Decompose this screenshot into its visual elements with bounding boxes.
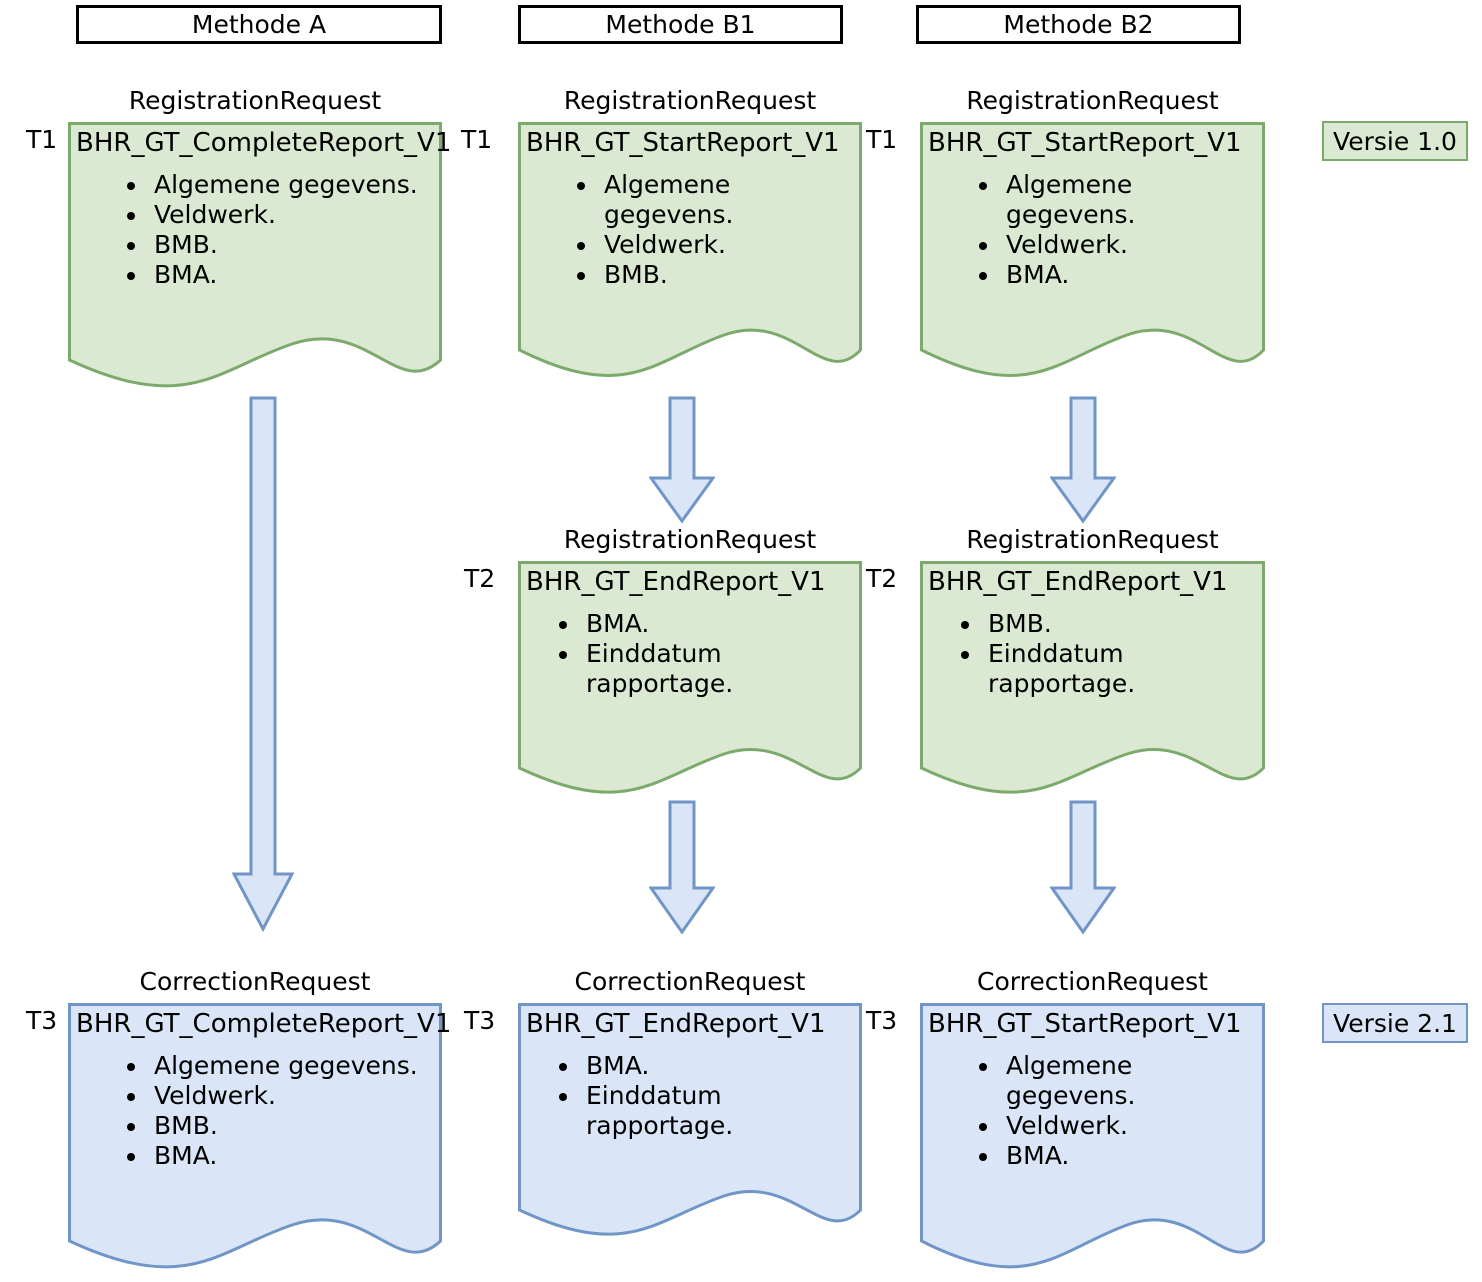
document-card-b2-t3-caption: CorrectionRequest — [977, 967, 1208, 996]
document-card-b1-t2[interactable]: RegistrationRequest BHR_GT_EndReport_V1 … — [518, 525, 862, 806]
flow-arrow-b1-t2-t3 — [649, 800, 715, 935]
document-card-b2-t1[interactable]: RegistrationRequest BHR_GT_StartReport_V… — [920, 86, 1265, 390]
document-card-b1-t2-body: BHR_GT_EndReport_V1 BMA. Einddatum rappo… — [518, 561, 862, 699]
document-card-b2-t2[interactable]: RegistrationRequest BHR_GT_EndReport_V1 … — [920, 525, 1265, 806]
document-card-b1-t3-caption: CorrectionRequest — [574, 967, 806, 996]
list-item: BMA. — [979, 260, 1265, 290]
list-item: Algemene gegevens. — [127, 170, 442, 200]
document-wave-shape — [920, 122, 1265, 390]
flow-arrow-b2-t2-t3 — [1050, 800, 1116, 935]
list-item: BMA. — [127, 260, 442, 290]
list-item: Veldwerk. — [577, 230, 862, 260]
document-wave-shape — [518, 561, 862, 806]
document-wave-shape — [920, 1003, 1265, 1281]
list-item: BMB. — [577, 260, 862, 290]
document-card-a-t3-title: BHR_GT_CompleteReport_V1 — [76, 1009, 452, 1039]
list-item: BMB. — [961, 609, 1218, 639]
document-wave-shape — [518, 122, 862, 390]
document-card-b2-t3-list: Algemene gegevens. Veldwerk. BMA. — [928, 1051, 1265, 1171]
method-header-b2: Methode B2 — [916, 5, 1241, 44]
document-wave-shape — [518, 1003, 862, 1248]
list-item: BMA. — [559, 1051, 816, 1081]
document-card-a-t1-body: BHR_GT_CompleteReport_V1 Algemene gegeve… — [68, 122, 452, 290]
method-header-b1: Methode B1 — [518, 5, 843, 44]
document-card-a-t1-title: BHR_GT_CompleteReport_V1 — [76, 128, 452, 158]
document-card-a-t3-caption: CorrectionRequest — [139, 967, 371, 996]
list-item: Veldwerk. — [979, 1111, 1265, 1141]
document-card-b1-t1-body: BHR_GT_StartReport_V1 Algemene gegevens.… — [518, 122, 862, 290]
document-card-a-t1-list: Algemene gegevens. Veldwerk. BMB. BMA. — [76, 170, 442, 290]
method-header-b2-label: Methode B2 — [1003, 10, 1154, 39]
document-card-b1-t1-caption: RegistrationRequest — [563, 86, 817, 115]
document-card-b1-t3-title: BHR_GT_EndReport_V1 — [526, 1009, 826, 1039]
document-card-b1-t3-body: BHR_GT_EndReport_V1 BMA. Einddatum rappo… — [518, 1003, 862, 1141]
document-card-b1-t1-title: BHR_GT_StartReport_V1 — [526, 128, 840, 158]
list-item: Einddatum rapportage. — [961, 639, 1218, 699]
document-card-a-t3-list: Algemene gegevens. Veldwerk. BMB. BMA. — [76, 1051, 442, 1171]
document-card-b2-t2-list: BMB. Einddatum rapportage. — [928, 609, 1218, 699]
document-card-b2-t1-list: Algemene gegevens. Veldwerk. BMA. — [928, 170, 1265, 290]
document-card-b2-t2-caption: RegistrationRequest — [966, 525, 1219, 554]
document-card-b2-t1-caption: RegistrationRequest — [966, 86, 1219, 115]
document-card-a-t1[interactable]: RegistrationRequest BHR_GT_CompleteRepor… — [68, 86, 452, 400]
document-card-b1-t3-list: BMA. Einddatum rapportage. — [526, 1051, 816, 1141]
list-item: BMA. — [979, 1141, 1265, 1171]
list-item: Algemene gegevens. — [979, 170, 1265, 230]
list-item: Veldwerk. — [127, 200, 442, 230]
time-label-b1-t1: T1 — [461, 125, 493, 154]
document-wave-shape — [68, 1003, 442, 1281]
document-card-b2-t3[interactable]: CorrectionRequest BHR_GT_StartReport_V1 … — [920, 967, 1265, 1281]
list-item: Algemene gegevens. — [979, 1051, 1265, 1111]
list-item: Einddatum rapportage. — [559, 639, 816, 699]
list-item: BMA. — [559, 609, 816, 639]
list-item: Einddatum rapportage. — [559, 1081, 816, 1141]
document-card-b2-t1-body: BHR_GT_StartReport_V1 Algemene gegevens.… — [920, 122, 1265, 290]
document-card-b2-t1-title: BHR_GT_StartReport_V1 — [928, 128, 1242, 158]
time-label-a-t1: T1 — [26, 125, 58, 154]
document-card-b2-t2-body: BHR_GT_EndReport_V1 BMB. Einddatum rappo… — [920, 561, 1265, 699]
version-legend-1-0: Versie 1.0 — [1322, 121, 1468, 161]
time-label-a-t3: T3 — [26, 1006, 58, 1035]
time-label-b2-t3: T3 — [866, 1006, 898, 1035]
document-card-b2-t3-title: BHR_GT_StartReport_V1 — [928, 1009, 1242, 1039]
document-wave-shape — [920, 561, 1265, 806]
time-label-b2-t2: T2 — [866, 564, 898, 593]
document-card-b1-t2-title: BHR_GT_EndReport_V1 — [526, 567, 826, 597]
time-label-b1-t3: T3 — [464, 1006, 496, 1035]
document-card-b1-t1-list: Algemene gegevens. Veldwerk. BMB. — [526, 170, 862, 290]
list-item: Algemene gegevens. — [577, 170, 862, 230]
list-item: BMA. — [127, 1141, 442, 1171]
list-item: BMB. — [127, 230, 442, 260]
document-card-b1-t2-caption: RegistrationRequest — [563, 525, 817, 554]
document-card-b2-t3-body: BHR_GT_StartReport_V1 Algemene gegevens.… — [920, 1003, 1265, 1171]
document-card-b1-t3[interactable]: CorrectionRequest BHR_GT_EndReport_V1 BM… — [518, 967, 862, 1248]
method-header-a: Methode A — [76, 5, 442, 44]
list-item: Veldwerk. — [979, 230, 1265, 260]
flow-arrow-b1-t1-t2 — [649, 396, 715, 524]
flow-arrow-a-t1-t3 — [232, 396, 294, 932]
document-card-b1-t1[interactable]: RegistrationRequest BHR_GT_StartReport_V… — [518, 86, 862, 390]
method-header-a-label: Methode A — [191, 10, 327, 39]
document-card-b1-t2-list: BMA. Einddatum rapportage. — [526, 609, 816, 699]
document-card-b2-t2-title: BHR_GT_EndReport_V1 — [928, 567, 1228, 597]
list-item: BMB. — [127, 1111, 442, 1141]
list-item: Veldwerk. — [127, 1081, 442, 1111]
document-card-a-t3[interactable]: CorrectionRequest BHR_GT_CompleteReport_… — [68, 967, 452, 1281]
document-card-a-t3-body: BHR_GT_CompleteReport_V1 Algemene gegeve… — [68, 1003, 452, 1171]
time-label-b2-t1: T1 — [866, 125, 898, 154]
document-wave-shape — [68, 122, 442, 400]
document-card-a-t1-caption: RegistrationRequest — [128, 86, 382, 115]
method-header-b1-label: Methode B1 — [605, 10, 756, 39]
flow-arrow-b2-t1-t2 — [1050, 396, 1116, 524]
version-legend-1-0-label: Versie 1.0 — [1333, 126, 1457, 156]
version-legend-2-1-label: Versie 2.1 — [1333, 1008, 1457, 1038]
time-label-b1-t2: T2 — [464, 564, 496, 593]
version-legend-2-1: Versie 2.1 — [1322, 1003, 1468, 1043]
list-item: Algemene gegevens. — [127, 1051, 442, 1081]
